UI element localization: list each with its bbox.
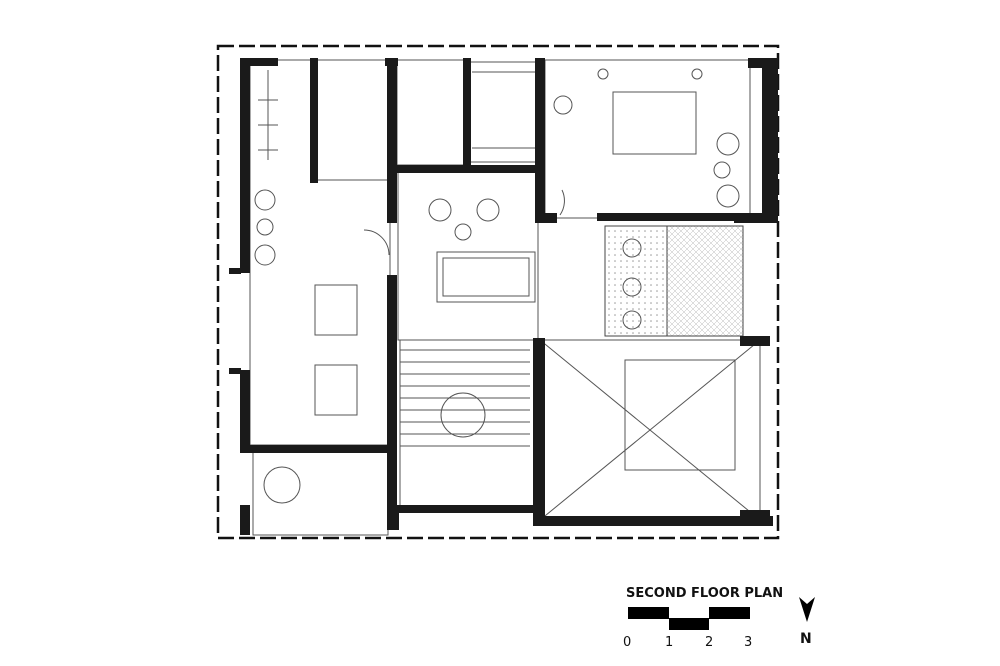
north-arrow-icon (799, 597, 815, 622)
north-label: N (800, 631, 812, 647)
scale-label-2: 2 (705, 635, 713, 650)
scale-label-3: 3 (744, 635, 752, 650)
planter-area (604, 225, 668, 337)
scale-bar (628, 607, 750, 630)
scale-label-0: 0 (623, 635, 631, 650)
open-to-sky (666, 225, 744, 337)
site-boundary (216, 44, 780, 540)
plan-title: SECOND FLOOR PLAN (626, 586, 783, 601)
walls (229, 58, 778, 535)
scale-label-1: 1 (665, 635, 673, 650)
